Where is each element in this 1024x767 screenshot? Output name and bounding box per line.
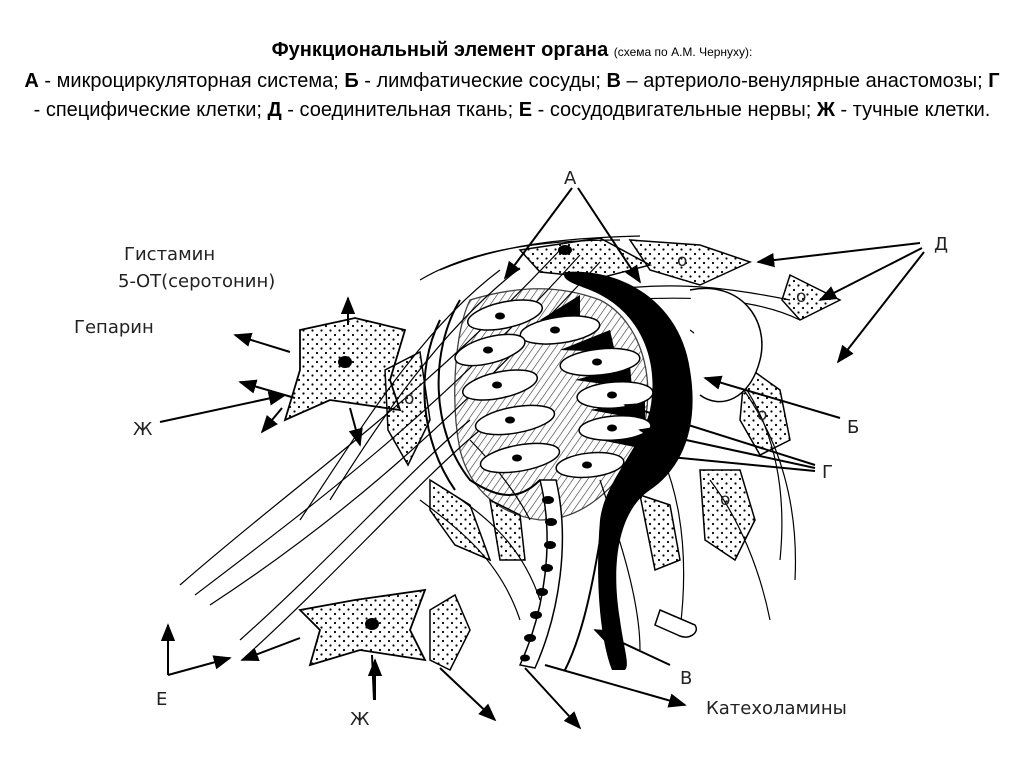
nucleus-mark-1: о: [677, 251, 687, 271]
caption-text-d: - соединительная ткань;: [281, 99, 519, 121]
label-d: Д: [934, 234, 948, 255]
label-histamine: Гистамин: [124, 244, 215, 265]
caption-key-g: Г: [988, 70, 1000, 92]
nucleus-mark-4: о: [720, 490, 730, 510]
caption-text-b: - лимфатические сосуды;: [358, 70, 607, 92]
label-a: А: [564, 168, 577, 189]
diagram-labels: А Д Б Г В Е Ж Ж Гистамин 5-ОТ(серотонин)…: [74, 168, 948, 730]
arrows: [159, 187, 925, 730]
label-zh-upper: Ж: [133, 419, 153, 440]
caption-key-zh: Ж: [816, 99, 835, 121]
nucleus-mark-5: о: [796, 287, 806, 307]
specific-cells: [454, 299, 654, 479]
caption-key-a: А: [24, 70, 39, 92]
caption-text-g: - специфические клетки;: [33, 99, 268, 121]
label-e: Е: [156, 689, 167, 710]
nucleus-mark-3: о: [757, 405, 767, 425]
caption-key-d: Д: [267, 99, 282, 121]
caption-text-e: - сосудодвигательные нервы;: [532, 99, 817, 121]
nucleus-mark-2: о: [404, 389, 414, 409]
mast-cell-upper: [283, 317, 407, 422]
specific-cell-nuclei: [483, 312, 617, 469]
caption-source: (схема по А.М. Чернуху):: [613, 45, 753, 59]
label-v: В: [680, 668, 692, 689]
venule: [654, 287, 763, 638]
label-serotonin: 5-ОТ(серотонин): [118, 271, 275, 292]
caption-key-v: В: [606, 70, 621, 92]
caption-title: Функциональный элемент органа: [271, 39, 609, 61]
caption-key-b: Б: [344, 70, 359, 92]
label-b: Б: [847, 417, 859, 438]
connective-tissue-cells: [384, 237, 842, 672]
caption-text-v: – артериоло-венулярные анастомозы;: [620, 70, 989, 92]
label-g: Г: [822, 462, 833, 483]
caption-text-zh: - тучные клетки.: [834, 99, 991, 121]
arteriovenular-anastomosis: [518, 479, 601, 671]
caption-text-a: - микроциркуляторная система;: [38, 70, 345, 92]
caption-key-e: Е: [518, 99, 533, 121]
label-zh-lower: Ж: [350, 709, 370, 730]
label-heparin: Гепарин: [74, 317, 154, 338]
label-catecholamines: Катехоламины: [706, 698, 847, 719]
connective-cell-nuclei: о о о о о: [404, 245, 806, 510]
mast-cell-lower: [298, 588, 427, 667]
figure-caption: Функциональный элемент органа (схема по …: [20, 36, 1004, 125]
